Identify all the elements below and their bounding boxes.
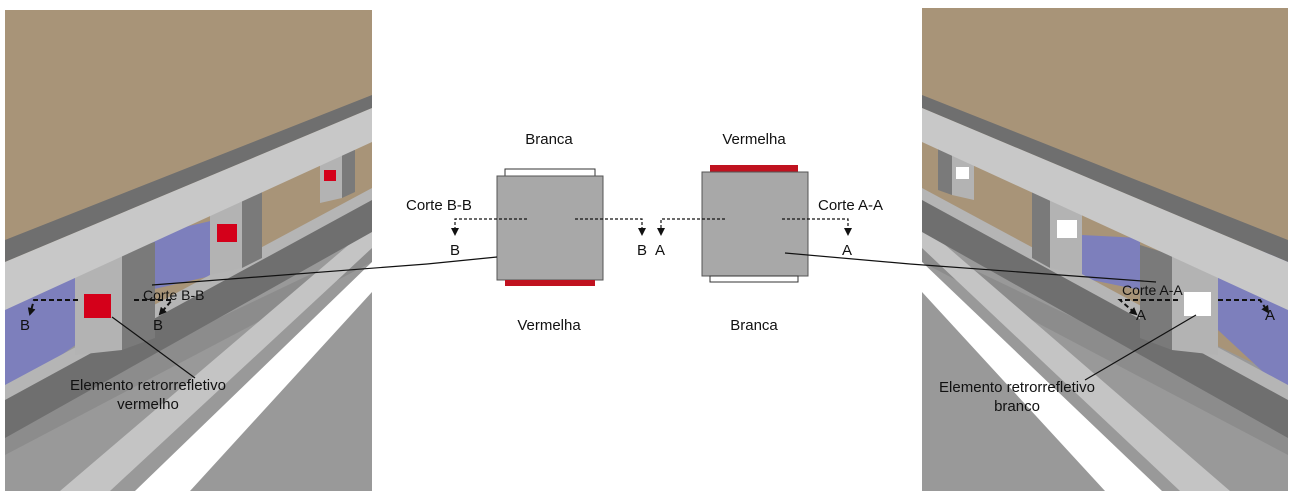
right-scene-section-arrow-right	[1218, 299, 1270, 314]
right-scene-reflector-far	[956, 167, 969, 179]
left-detail: Branca Vermelha Corte B-B B B	[151, 131, 647, 334]
right-scene-pier-near-side	[1140, 245, 1172, 350]
left-scene-pier-near-side	[122, 242, 155, 350]
right-scene-element-label-line2: branco	[994, 398, 1040, 415]
left-detail-section-label: Corte B-B	[406, 197, 472, 214]
right-scene-section-arrow-left	[1117, 299, 1178, 316]
right-detail-top-strip	[710, 165, 798, 172]
left-scene-section-mark-right: B	[153, 317, 163, 334]
left-detail-leader	[426, 256, 498, 265]
right-detail-section-label: Corte A-A	[818, 197, 883, 214]
left-scene-element-label-line2: vermelho	[117, 396, 179, 413]
right-scene-shoulder	[922, 245, 1288, 455]
left-scene-pier-far-side	[342, 140, 355, 198]
right-scene-element-label-line1: Elemento retrorrefletivo	[939, 379, 1095, 396]
left-scene-guardrail-top	[5, 95, 372, 262]
right-detail-block	[701, 171, 809, 277]
right-detail-section-arrow-left	[657, 218, 725, 236]
right-detail: Vermelha Branca Corte A-A A A	[655, 131, 1157, 334]
right-detail-leader-scene	[909, 263, 1157, 283]
right-scene-element-leader	[1084, 314, 1197, 381]
left-scene-reflector-far	[324, 170, 336, 181]
left-detail-section-mark-right: B	[637, 242, 647, 259]
left-scene-guardrail-face	[5, 108, 372, 310]
left-scene-shoulder	[5, 245, 372, 455]
right-scene-guardrail-face	[922, 108, 1288, 310]
left-detail-bottom-strip	[505, 280, 595, 286]
right-detail-section-mark-left: A	[655, 242, 665, 259]
right-scene-blue-panel-far	[1082, 235, 1140, 290]
left-detail-block	[496, 175, 604, 281]
right-scene-pier-mid-side	[1032, 192, 1050, 268]
left-detail-leader-scene	[151, 263, 428, 286]
right-scene-reflector-near	[1184, 292, 1211, 316]
left-scene-section-arrow-right	[134, 299, 175, 316]
right-scene-panel: Corte A-A A A Elemento retrorrefletivo b…	[922, 8, 1288, 491]
left-scene-median	[60, 225, 372, 491]
right-detail-section-mark-right: A	[842, 242, 852, 259]
left-detail-bottom-label: Vermelha	[517, 317, 581, 334]
left-scene-section-arrow-left	[27, 299, 78, 316]
right-scene-lane-stripe	[922, 262, 1162, 491]
left-detail-top-label: Branca	[525, 131, 573, 148]
left-scene-reflector-near	[84, 294, 111, 318]
right-detail-bottom-strip	[709, 275, 799, 283]
right-scene-median	[922, 225, 1230, 491]
left-scene-lower-parapet	[5, 195, 372, 438]
right-scene-section-mark-left: A	[1136, 307, 1146, 324]
right-detail-leader	[784, 252, 911, 265]
left-detail-top-strip	[504, 168, 596, 177]
right-detail-bottom-label: Branca	[730, 317, 778, 334]
right-scene-section-label: Corte A-A	[1122, 282, 1183, 298]
right-scene-lower-parapet	[922, 195, 1288, 438]
left-scene-pier-mid-side	[242, 192, 262, 268]
left-scene-panel: Corte B-B B B Elemento retrorrefletivo v…	[5, 10, 372, 491]
left-detail-section-mark-left: B	[450, 242, 460, 259]
left-scene-blue-panel-far	[150, 220, 215, 290]
right-detail-top-label: Vermelha	[722, 131, 786, 148]
left-scene-reflector-mid	[217, 224, 237, 242]
right-scene-reflector-mid	[1057, 220, 1077, 238]
left-detail-section-arrow-left	[451, 218, 527, 236]
right-scene-guardrail-top	[922, 95, 1288, 262]
right-detail-section-arrow-right	[782, 218, 852, 236]
left-detail-section-arrow-right	[575, 218, 646, 236]
left-scene-element-leader	[111, 316, 196, 379]
left-scene-section-mark-left: B	[20, 317, 30, 334]
left-scene-element-label-line1: Elemento retrorrefletivo	[70, 377, 226, 394]
right-scene-section-mark-right: A	[1265, 307, 1275, 324]
left-scene-lane-stripe	[135, 262, 372, 491]
